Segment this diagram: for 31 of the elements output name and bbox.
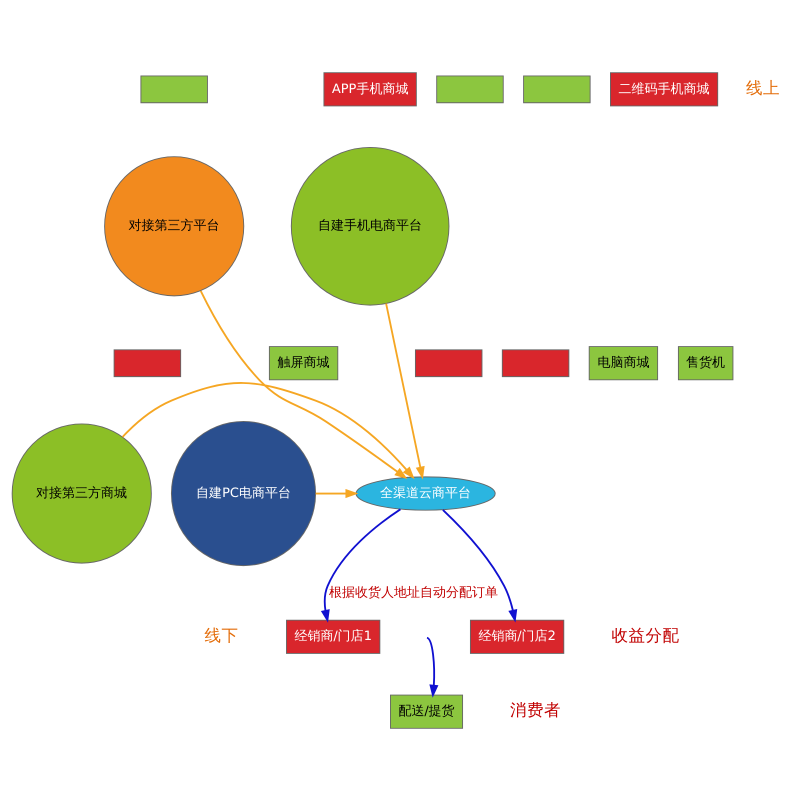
node-box [414, 348, 482, 377]
label: 消费者 [510, 700, 562, 720]
node-box [114, 348, 182, 377]
label: 线下 [204, 625, 238, 644]
node-box [140, 74, 208, 103]
node-circle: 自建PC电商平台 [170, 420, 316, 566]
node-circle: 自建手机电商平台 [290, 146, 450, 306]
node-box: 触屏商城 [268, 346, 338, 380]
node-circle: 对接第三方平台 [104, 156, 244, 296]
node-box [502, 348, 570, 377]
arrow [320, 508, 401, 622]
arrow [122, 382, 415, 479]
label: 收益分配 [612, 625, 680, 644]
arrow [316, 488, 358, 498]
arrow [426, 636, 438, 698]
node-box: 经销商/门店2 [470, 619, 564, 654]
arrow [200, 290, 408, 479]
node-circle: 对接第三方商城 [12, 422, 152, 564]
node-box [523, 74, 591, 103]
arrow [442, 508, 518, 622]
node-box: 经销商/门店1 [286, 619, 380, 654]
node-box: 二维码手机商城 [610, 72, 718, 106]
node-box: 电脑商城 [588, 346, 658, 380]
label: 线上 [746, 78, 780, 97]
node-ellipse: 全渠道云商平台 [356, 476, 496, 510]
edge-label: 根据收货人地址自动分配订单 [329, 584, 498, 600]
node-box [436, 74, 504, 103]
arrow [385, 302, 425, 479]
node-box: APP手机商城 [323, 72, 417, 106]
node-box: 售货机 [678, 346, 734, 380]
node-box: 配送/提货 [390, 694, 464, 728]
